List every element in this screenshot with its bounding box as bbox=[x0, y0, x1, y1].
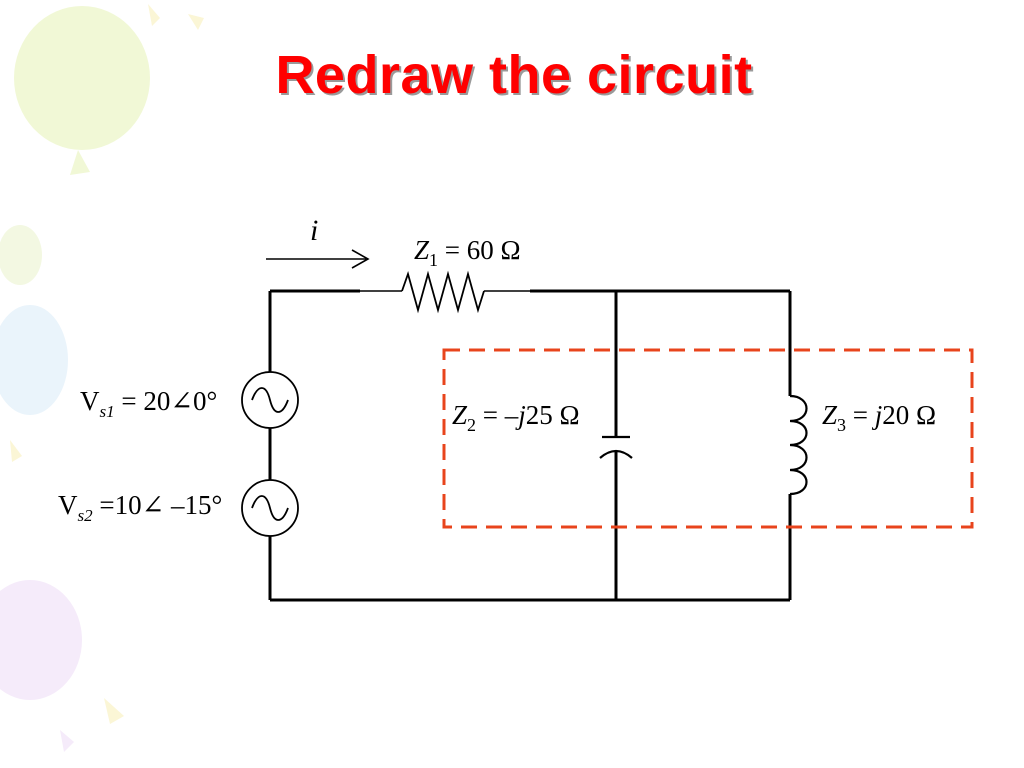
z2-label: Z2 = –j25 Ω bbox=[452, 400, 580, 435]
confetti-shape bbox=[10, 440, 22, 462]
vs1-label: Vs1 = 20∠0° bbox=[80, 386, 217, 421]
resistor-z1 bbox=[360, 270, 530, 314]
balloon-string bbox=[70, 150, 90, 175]
z3-label: Z3 = j20 Ω bbox=[822, 400, 936, 435]
balloon-lavender bbox=[0, 580, 82, 700]
confetti-shape bbox=[60, 730, 74, 752]
ac-source-vs2 bbox=[241, 479, 299, 537]
capacitor-z2 bbox=[599, 435, 633, 459]
current-label: i bbox=[310, 214, 318, 247]
ac-source-vs1 bbox=[241, 371, 299, 429]
confetti-shape bbox=[148, 4, 160, 26]
balloon-pale-green bbox=[0, 225, 42, 285]
circuit-wires bbox=[268, 289, 792, 602]
highlight-dashed-box bbox=[442, 348, 974, 529]
confetti-shape bbox=[104, 698, 124, 724]
vs2-label: Vs2 =10∠ –15° bbox=[58, 490, 222, 525]
balloon-yellow-green bbox=[14, 6, 150, 150]
slide-title: Redraw the circuit bbox=[275, 45, 753, 105]
balloon-pale-blue bbox=[0, 305, 68, 415]
current-arrow-head bbox=[351, 249, 370, 269]
inductor-z3 bbox=[789, 394, 808, 496]
confetti-shape bbox=[188, 14, 204, 30]
z1-label: Z1 = 60 Ω bbox=[414, 235, 521, 270]
